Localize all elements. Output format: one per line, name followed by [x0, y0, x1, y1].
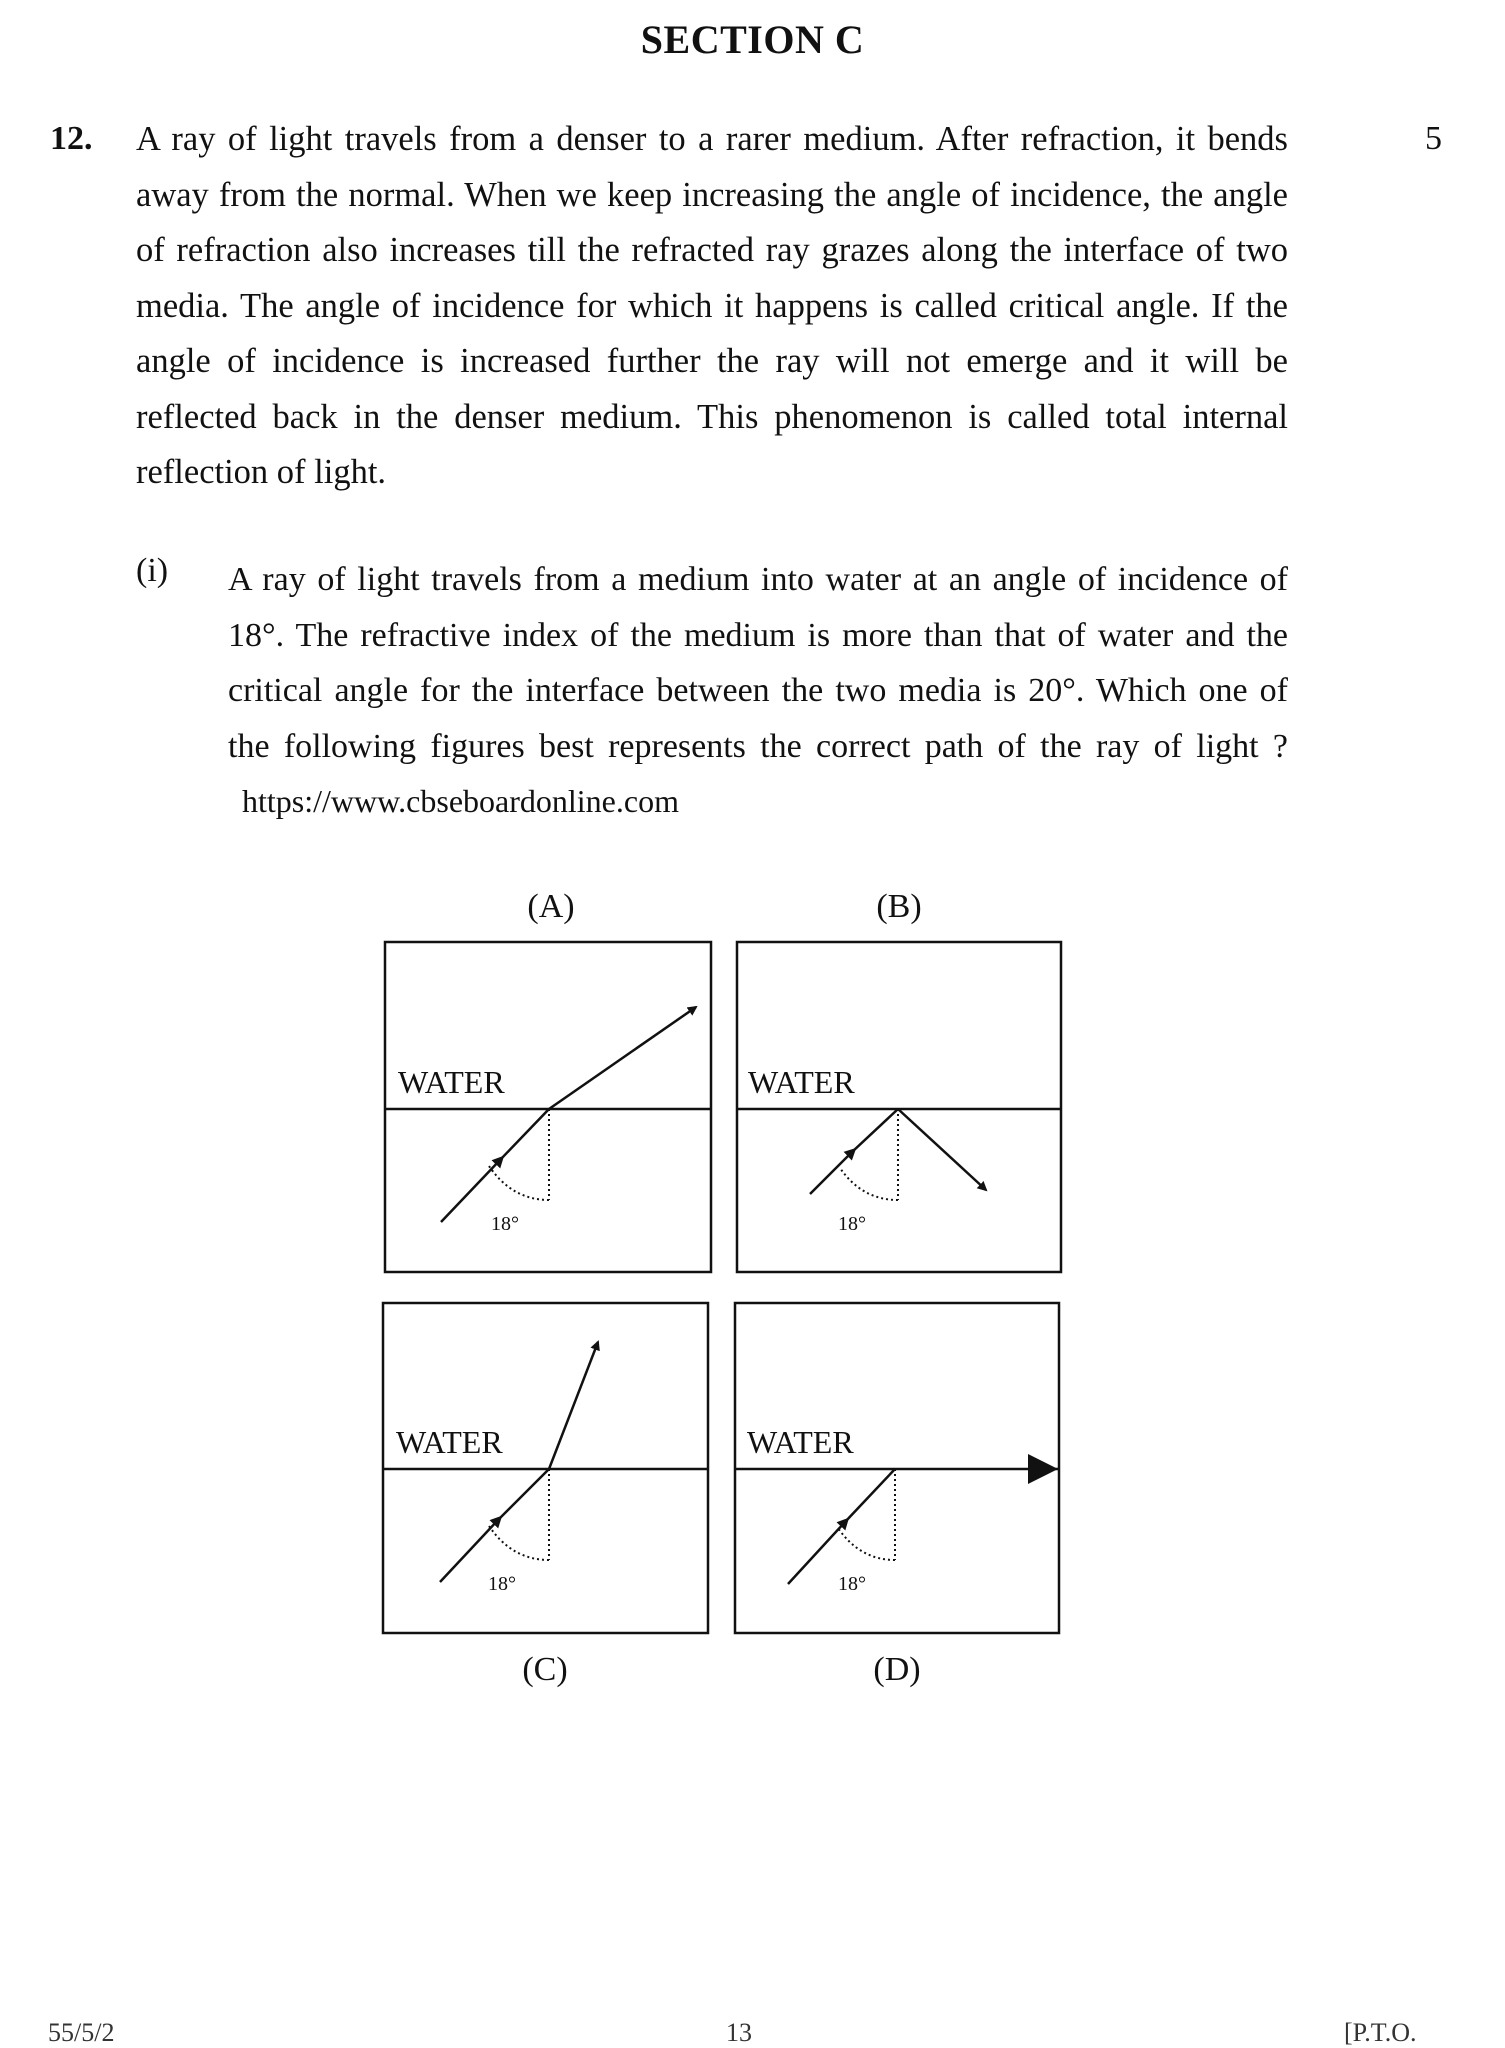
option-b-reflected-ray [897, 1108, 988, 1192]
section-heading: SECTION C [640, 17, 865, 62]
option-a-angle-arc [488, 1165, 550, 1201]
option-d-diagram: WATER 18° (D) [733, 1301, 1061, 1688]
option-d-incident-ray [787, 1468, 896, 1585]
option-b-angle-arc [839, 1167, 899, 1201]
option-d-medium-label: WATER [747, 1424, 854, 1460]
option-d-grazing-arrow [1028, 1454, 1058, 1484]
option-d-angle-arc [837, 1527, 896, 1561]
option-a-diagram: (A) WATER 18° [383, 888, 713, 1274]
question-paragraph: A ray of light travels from a denser to … [136, 120, 1288, 491]
option-c-angle-arc [488, 1525, 550, 1561]
option-c-incident-ray [439, 1468, 550, 1583]
option-c-medium-label: WATER [396, 1424, 503, 1460]
option-b-medium-label: WATER [748, 1064, 855, 1100]
option-c-label: (C) [522, 1651, 567, 1688]
sub-question-label: (i) [136, 552, 169, 589]
footer-pto: [P.T.O. [1344, 2018, 1417, 2047]
footer-code: 55/5/2 [48, 2018, 115, 2047]
option-c-diagram: WATER 18° (C) [381, 1301, 710, 1688]
option-b-frame [735, 940, 1063, 1274]
option-b-incident-ray [809, 1108, 899, 1195]
sub-question-text: A ray of light travels from a medium int… [228, 552, 1288, 830]
option-b-diagram: (B) WATER 18° [735, 888, 1063, 1274]
footer-page-number: 13 [726, 2018, 752, 2047]
option-a-angle-label: 18° [491, 1213, 519, 1235]
option-a-label: (A) [527, 888, 574, 925]
option-a-refracted-ray [548, 1005, 698, 1111]
sub-question-body: A ray of light travels from a medium int… [228, 561, 1288, 765]
option-a-medium-label: WATER [398, 1064, 505, 1100]
option-d-label: (D) [873, 1651, 920, 1688]
source-url: https://www.cbseboardonline.com [242, 783, 679, 819]
option-b-angle-label: 18° [838, 1213, 866, 1235]
option-a-incident-ray [440, 1108, 550, 1223]
option-c-angle-label: 18° [488, 1573, 516, 1595]
question-marks: 5 [1425, 120, 1442, 157]
option-a-frame [383, 940, 713, 1274]
option-d-angle-label: 18° [838, 1573, 866, 1595]
option-c-refracted-ray [547, 1340, 600, 1470]
question-number: 12. [50, 120, 93, 157]
option-b-label: (B) [876, 888, 921, 925]
